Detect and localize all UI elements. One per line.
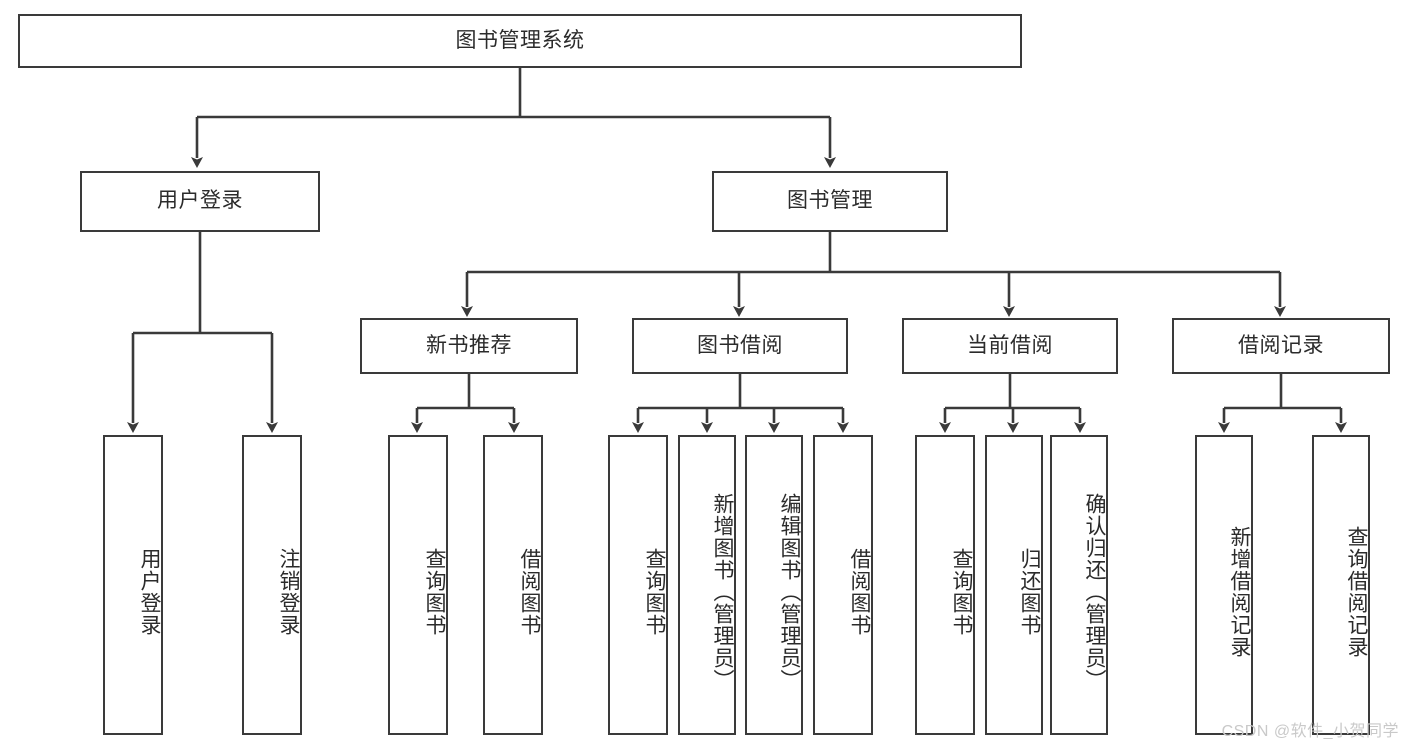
node-label: 当前借阅 — [967, 333, 1053, 357]
node-new-book-recommend[interactable]: 新书推荐 — [360, 318, 578, 374]
node-label: 新书推荐 — [426, 333, 512, 357]
leaf-user-login-login[interactable]: 用户登录 — [103, 435, 163, 735]
node-label: 归还图书 — [1018, 548, 1041, 636]
leaf-borrow-add-book-admin[interactable]: 新增图书（管理员） — [678, 435, 736, 735]
node-label: 图书管理系统 — [455, 28, 585, 52]
node-label: 查询图书 — [423, 548, 446, 636]
node-label: 查询图书 — [950, 548, 973, 636]
watermark-text: CSDN @软件_小贺同学 — [1221, 723, 1399, 740]
node-borrow-record[interactable]: 借阅记录 — [1172, 318, 1390, 374]
leaf-borrow-query-book[interactable]: 查询图书 — [608, 435, 668, 735]
node-book-management[interactable]: 图书管理 — [712, 171, 948, 232]
leaf-user-login-logout[interactable]: 注销登录 — [242, 435, 302, 735]
node-book-borrow[interactable]: 图书借阅 — [632, 318, 848, 374]
node-label: 借阅图书 — [848, 548, 871, 636]
node-current-borrow[interactable]: 当前借阅 — [902, 318, 1118, 374]
leaf-borrow-borrow-book[interactable]: 借阅图书 — [813, 435, 873, 735]
node-label: 注销登录 — [277, 548, 300, 636]
leaf-recommend-borrow-book[interactable]: 借阅图书 — [483, 435, 543, 735]
leaf-borrow-edit-book-admin[interactable]: 编辑图书（管理员） — [745, 435, 803, 735]
leaf-current-confirm-return-admin[interactable]: 确认归还（管理员） — [1050, 435, 1108, 735]
leaf-record-query-borrow-record[interactable]: 查询借阅记录 — [1312, 435, 1370, 735]
leaf-current-return-book[interactable]: 归还图书 — [985, 435, 1043, 735]
node-label: 新增图书（管理员） — [711, 493, 734, 691]
node-label: 编辑图书（管理员） — [778, 493, 801, 691]
node-label: 新增借阅记录 — [1228, 526, 1251, 658]
node-label: 图书借阅 — [697, 333, 783, 357]
node-label: 查询图书 — [643, 548, 666, 636]
node-user-login[interactable]: 用户登录 — [80, 171, 320, 232]
node-label: 确认归还（管理员） — [1083, 493, 1106, 691]
node-label: 图书管理 — [787, 189, 873, 213]
node-label: 借阅图书 — [518, 548, 541, 636]
node-label: 用户登录 — [138, 548, 161, 636]
leaf-record-add-borrow-record[interactable]: 新增借阅记录 — [1195, 435, 1253, 735]
leaf-recommend-query-book[interactable]: 查询图书 — [388, 435, 448, 735]
node-root-book-management-system[interactable]: 图书管理系统 — [18, 14, 1022, 68]
leaf-current-query-book[interactable]: 查询图书 — [915, 435, 975, 735]
node-label: 用户登录 — [157, 189, 243, 213]
node-label: 查询借阅记录 — [1345, 526, 1368, 658]
node-label: 借阅记录 — [1238, 333, 1324, 357]
